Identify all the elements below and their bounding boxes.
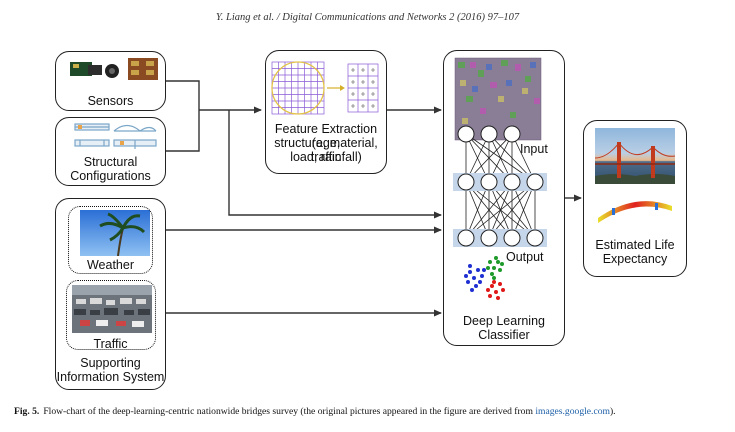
weather-label: Weather <box>86 258 134 272</box>
caption-link[interactable]: images.google.com <box>535 406 610 417</box>
traffic-label: Traffic <box>93 337 128 351</box>
supporting-label-line2: Information System <box>56 370 165 384</box>
input-label: Input <box>520 142 548 156</box>
life-label-line1: Estimated Life <box>595 238 675 252</box>
sensors-label: Sensors <box>87 94 134 108</box>
supporting-label-line1: Supporting <box>80 356 141 370</box>
feature-label-line3: load, rainfall) <box>290 150 362 164</box>
caption-end: ). <box>609 406 616 417</box>
figure-caption: Fig. 5.Flow-chart of the deep-learning-c… <box>14 406 724 417</box>
classifier-label-line1: Deep Learning <box>462 314 545 328</box>
structural-label-line1: Structural <box>83 155 138 169</box>
life-label-line2: Expectancy <box>602 252 668 266</box>
deep-learning-classifier-box <box>443 50 565 346</box>
classifier-label-line2: Classifier <box>478 328 530 342</box>
palm-tree-photo <box>80 210 150 256</box>
output-label: Output <box>506 250 544 264</box>
caption-text: Flow-chart of the deep-learning-centric … <box>43 406 533 417</box>
structural-label-line2: Configurations <box>70 169 151 183</box>
traffic-photo <box>72 285 152 333</box>
golden-gate-photo <box>595 128 675 184</box>
running-head: Y. Liang et al. / Digital Communications… <box>215 12 520 23</box>
traffic-frame <box>66 280 156 350</box>
caption-label: Fig. 5. <box>14 406 40 417</box>
weather-frame <box>68 206 153 274</box>
